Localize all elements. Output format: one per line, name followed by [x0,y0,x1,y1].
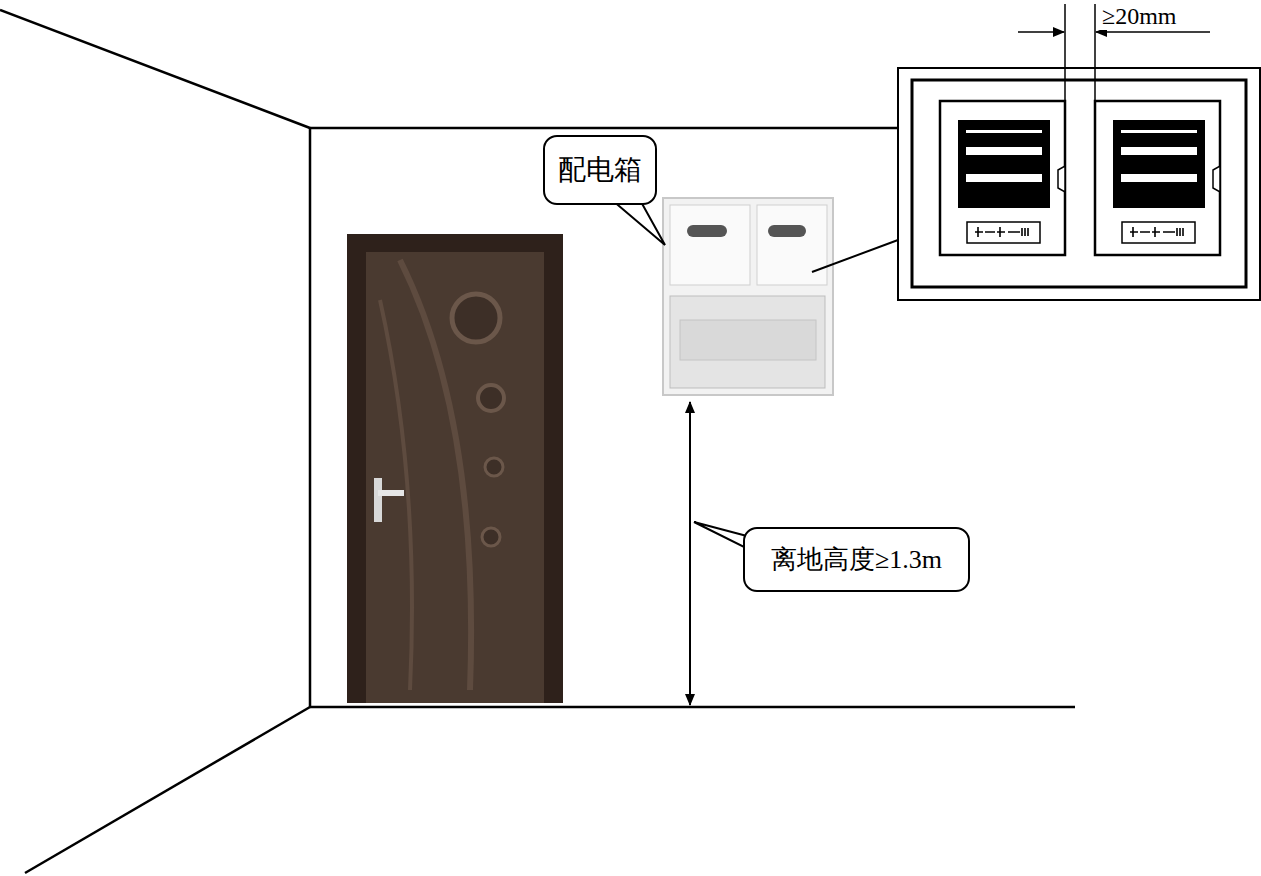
gap-dimension [1018,4,1210,101]
callout-text: 配电箱 [558,151,642,189]
door-frame [347,234,563,703]
dimension-arrow [1096,31,1210,33]
meter-plate [967,222,1040,243]
extension-line [1094,4,1096,101]
door-handle [378,490,404,496]
door-circle [478,385,504,411]
door-lock [374,478,382,522]
floor-edge [25,707,310,873]
extension-line [1064,4,1066,101]
meter-window [670,205,750,285]
meter-line [966,130,1042,133]
zoom-inset [898,68,1260,300]
dimension-line [689,402,691,690]
ceiling-line [310,127,900,130]
meter-line [1121,130,1197,133]
callout-tail [612,200,665,245]
wall-edge [0,10,310,128]
callout-bubble: 离地高度≥1.3m [743,527,970,592]
door-circle [485,458,503,476]
distribution-box [663,198,833,395]
meter-line [1121,174,1197,182]
meter-display [1113,120,1205,208]
meter-left [940,101,1065,255]
box-body [663,198,833,395]
meter-case [1095,101,1220,255]
meter-symbol [975,227,1028,237]
dimension-arrow [1018,31,1064,33]
meter-case [940,101,1065,255]
zoom-leader [812,240,898,272]
meter-slot [768,225,806,237]
meter-line [966,174,1042,182]
door-circle [482,528,500,546]
dimension-label: ≥20mm [1100,3,1179,30]
breaker-window [680,320,816,360]
meter-plate [1122,222,1195,243]
meter-latch [1058,166,1065,192]
meter-display [958,120,1050,208]
breaker-cover [670,296,825,388]
meter-right [1095,101,1220,255]
door-panel [366,252,544,703]
meter-symbol [1130,227,1183,237]
meter-line [1121,147,1197,155]
callout-text: 离地高度≥1.3m [771,542,942,577]
meter-slot [687,225,727,237]
wall-corner [309,128,312,707]
callout-bubble: 配电箱 [543,135,657,205]
door [347,234,563,703]
door-circle [452,294,500,342]
inset-frame [898,68,1260,300]
meter-window [757,205,827,285]
floor-line [310,706,1075,709]
height-dimension [690,402,691,705]
callout-tails [612,200,762,556]
meter-latch [1213,166,1220,192]
meter-line [966,147,1042,155]
inset-box [912,80,1246,287]
